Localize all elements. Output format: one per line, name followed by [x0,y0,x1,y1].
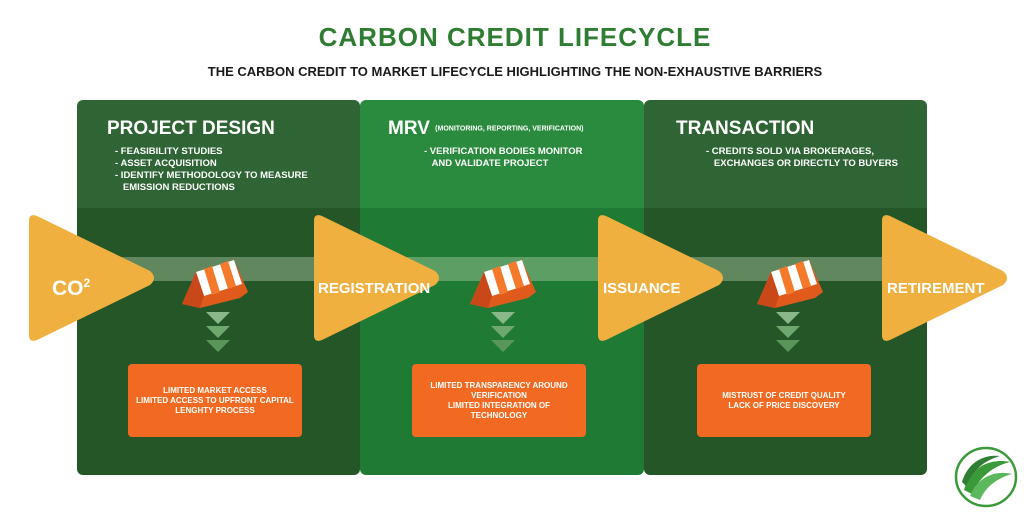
registration-label: REGISTRATION [318,280,431,297]
barrier-box-project-design: LIMITED MARKET ACCESS LIMITED ACCESS TO … [128,364,302,437]
panel-item: EMISSION REDUCTIONS [115,182,235,193]
chevron-down-icon [491,312,515,352]
road-barrier-icon [757,260,823,308]
road-barrier-icon [182,260,248,308]
co2-label: CO2 [52,276,91,300]
panel-item: - VERIFICATION BODIES MONITOR [424,146,583,157]
chevron-down-icon [206,312,230,352]
panel-item: AND VALIDATE PROJECT [424,158,549,169]
barrier-line: LIMITED TRANSPARENCY AROUND [430,380,568,390]
barrier-line: TECHNOLOGY [470,410,528,420]
chevron-down-icon [776,312,800,352]
panel-heading: MRV (MONITORING, REPORTING, VERIFICATION… [388,118,583,140]
panel-items: - VERIFICATION BODIES MONITOR AND VALIDA… [424,146,583,170]
issuance-label: ISSUANCE [603,280,681,297]
panel-item: - ASSET ACQUISITION [115,158,217,169]
co2-arrow [29,215,154,341]
leaf-logo-icon [954,446,1018,508]
panel-item: - CREDITS SOLD VIA BROKERAGES, [706,146,875,157]
panel-item: EXCHANGES OR DIRECTLY TO BUYERS [706,158,898,169]
barrier-box-mrv: LIMITED TRANSPARENCY AROUND VERIFICATION… [412,364,586,437]
retirement-arrow [882,215,1007,341]
barrier-line: MISTRUST OF CREDIT QUALITY [722,390,846,400]
panel-heading: TRANSACTION [676,118,815,139]
barrier-line: LIMITED ACCESS TO UPFRONT CAPITAL [136,395,294,405]
barrier-box-transaction: MISTRUST OF CREDIT QUALITY LACK OF PRICE… [697,364,871,437]
barrier-line: LIMITED INTEGRATION OF [447,400,551,410]
issuance-arrow [598,215,723,341]
barrier-line: VERIFICATION [471,390,527,400]
panel-heading-note: (MONITORING, REPORTING, VERIFICATION) [435,125,584,133]
page-subtitle: THE CARBON CREDIT TO MARKET LIFECYCLE HI… [207,64,823,79]
panel-items: - FEASIBILITY STUDIES - ASSET ACQUISITIO… [115,146,308,194]
panel-items: - CREDITS SOLD VIA BROKERAGES, EXCHANGES… [706,146,898,170]
road-barrier-icon [470,260,536,308]
barrier-line: LIMITED MARKET ACCESS [163,385,267,395]
panel-heading: PROJECT DESIGN [107,118,275,139]
barrier-line: LENGHTY PROCESS [175,405,255,415]
panel-item: - FEASIBILITY STUDIES [115,146,223,157]
registration-arrow [314,215,439,341]
retirement-label: RETIREMENT [887,280,985,297]
barrier-line: LACK OF PRICE DISCOVERY [728,400,840,410]
panel-item: - IDENTIFY METHODOLOGY TO MEASURE [115,170,308,181]
page-title: CARBON CREDIT LIFECYCLE [318,22,712,52]
panel-heading-text: MRV [388,118,430,139]
